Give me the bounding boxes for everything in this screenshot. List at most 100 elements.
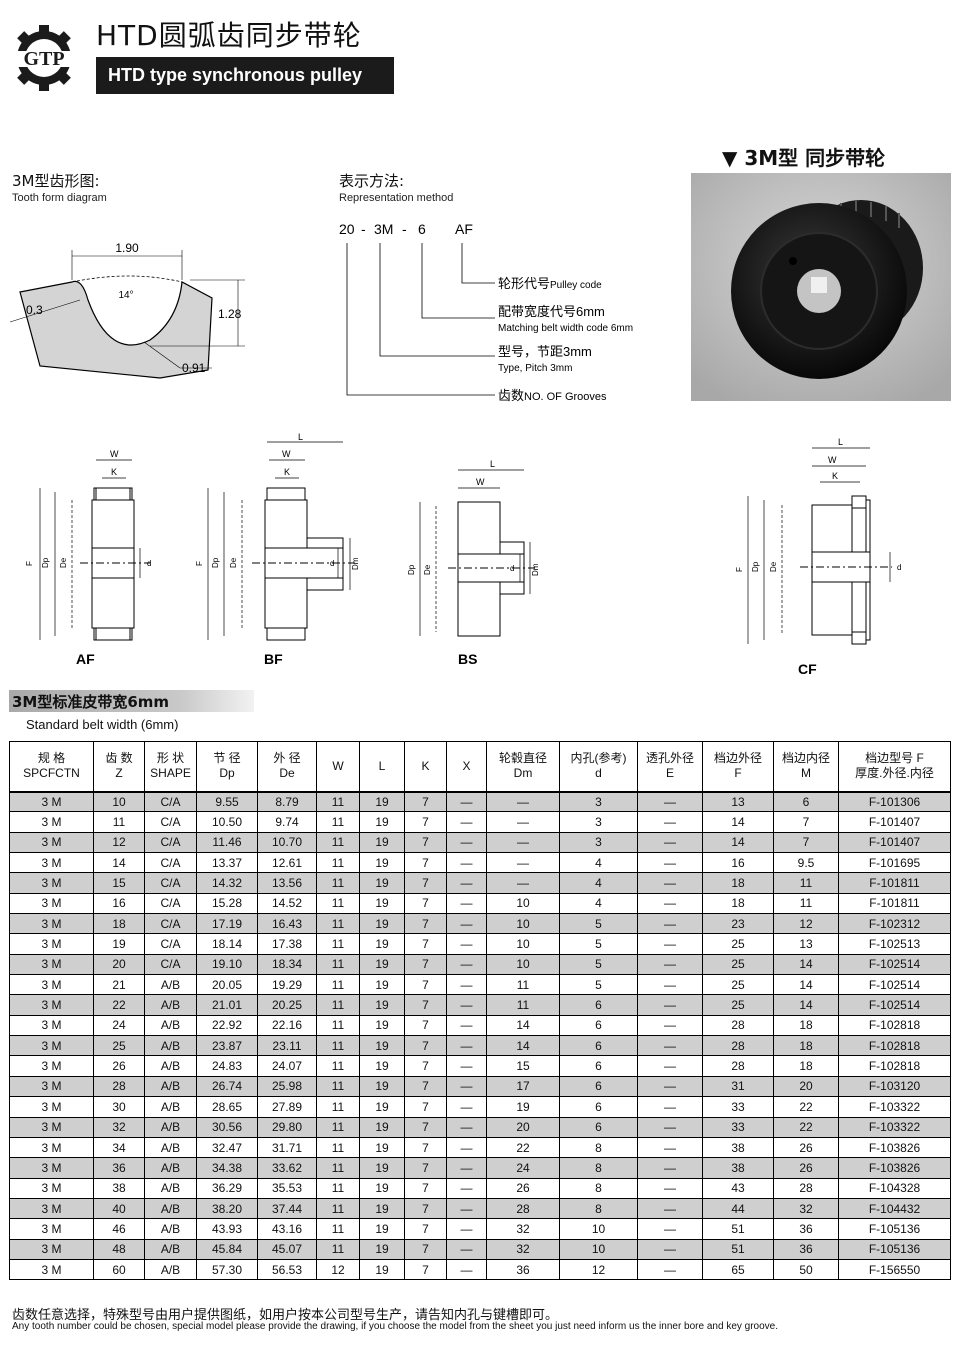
dim-radius-top: 0.3 <box>26 303 43 317</box>
table-cell: — <box>446 790 487 813</box>
table-cell: 9.55 <box>196 790 258 813</box>
column-header-line-2: F <box>734 766 742 781</box>
rep-item-grooves: 齿数NO. OF Grooves <box>498 388 607 403</box>
table-cell: F-102818 <box>838 1014 951 1037</box>
rep-item-width-en: Matching belt width code 6mm <box>498 323 633 334</box>
section-header-bar <box>9 690 254 712</box>
table-cell: 33 <box>702 1096 774 1118</box>
table-cell: 3 M <box>9 933 94 955</box>
table-cell: 19 <box>359 953 405 976</box>
table-cell: 12 <box>316 1258 360 1281</box>
code-width: 6 <box>418 221 426 237</box>
table-cell: 36 <box>486 1258 560 1281</box>
drawing-af-label: AF <box>76 651 95 667</box>
rep-item-pulley-cn: 轮形代号Pulley code <box>498 276 602 291</box>
table-cell: 25 <box>93 1035 145 1057</box>
table-cell: 20 <box>773 1075 839 1098</box>
table-cell: 7 <box>404 852 447 874</box>
table-cell: 3 <box>559 790 638 813</box>
table-cell: 8.79 <box>257 790 317 813</box>
table-cell: 3 M <box>9 1197 94 1220</box>
drawing-cf-label: CF <box>798 661 817 677</box>
table-cell: 32 <box>486 1238 560 1260</box>
table-cell: 32.47 <box>196 1136 258 1159</box>
table-cell: — <box>446 1218 487 1240</box>
table-cell: 23 <box>702 913 774 935</box>
table-cell: 11 <box>316 953 360 976</box>
table-cell: 46 <box>93 1218 145 1240</box>
table-cell: 11 <box>316 831 360 854</box>
drawing-cf: L W K F Dp De d CF <box>735 437 901 677</box>
table-cell: — <box>446 994 487 1016</box>
table-cell: — <box>486 831 560 854</box>
table-cell: F-101695 <box>838 852 951 874</box>
table-cell: 11.46 <box>196 831 258 854</box>
af-dim-k: K <box>111 467 117 477</box>
table-cell: 25 <box>702 953 774 976</box>
table-cell: — <box>637 1177 703 1199</box>
table-cell: 15 <box>93 872 145 894</box>
code-sep-1: - <box>361 221 366 237</box>
table-cell: 28 <box>702 1014 774 1037</box>
table-cell: 7 <box>404 1197 447 1220</box>
table-cell: 3 M <box>9 892 94 915</box>
drawing-bs: L W Dp De d Dm BS <box>407 459 540 667</box>
table-cell: 20.25 <box>257 994 317 1016</box>
table-cell: 11 <box>316 974 360 996</box>
section-title: 3M型标准皮带宽6mm <box>12 693 170 711</box>
table-cell: 8 <box>559 1136 638 1159</box>
page-title-cn: HTD圆弧齿同步带轮 <box>96 19 362 52</box>
table-cell: A/B <box>144 1116 197 1138</box>
table-cell: F-105136 <box>838 1218 951 1240</box>
table-cell: 14 <box>773 974 839 996</box>
table-cell: 12.61 <box>257 852 317 874</box>
table-cell: 10 <box>486 913 560 935</box>
table-cell: 37.44 <box>257 1197 317 1220</box>
table-cell: — <box>637 1014 703 1037</box>
table-cell: 7 <box>404 1177 447 1199</box>
table-cell: — <box>486 811 560 833</box>
table-cell: C/A <box>144 790 197 813</box>
table-cell: 19.10 <box>196 953 258 976</box>
gtp-gear-logo: GTP <box>8 25 80 91</box>
bs-dim-d: d <box>510 564 514 573</box>
table-cell: — <box>446 892 487 915</box>
table-cell: 6 <box>559 1116 638 1138</box>
table-cell: 7 <box>404 872 447 894</box>
table-cell: 24 <box>486 1157 560 1179</box>
table-cell: 14 <box>773 953 839 976</box>
table-cell: 3 M <box>9 974 94 996</box>
table-cell: 19 <box>359 1177 405 1199</box>
table-cell: 7 <box>404 953 447 976</box>
table-cell: 22.16 <box>257 1014 317 1037</box>
column-header-line-2: M <box>801 766 811 781</box>
table-cell: 26.74 <box>196 1075 258 1098</box>
drawing-bs-label: BS <box>458 651 477 667</box>
table-cell: 3 M <box>9 994 94 1016</box>
column-header-line-2: SPCFCTN <box>23 766 80 781</box>
column-header-line-1: 齿 数 <box>105 751 133 766</box>
table-cell: 3 M <box>9 811 94 833</box>
table-cell: 7 <box>404 1238 447 1260</box>
table-cell: 19 <box>359 892 405 915</box>
table-cell: — <box>446 1136 487 1159</box>
table-cell: 18 <box>93 913 145 935</box>
column-header: K <box>404 741 447 792</box>
table-cell: 14 <box>93 852 145 874</box>
table-cell: F-103322 <box>838 1116 951 1138</box>
table-cell: 28 <box>702 1055 774 1077</box>
tooth-form-label-en: Tooth form diagram <box>12 192 107 204</box>
table-cell: 10.50 <box>196 811 258 833</box>
table-cell: 34.38 <box>196 1157 258 1179</box>
table-cell: 11 <box>316 1238 360 1260</box>
table-cell: — <box>486 790 560 813</box>
table-cell: 36 <box>773 1218 839 1240</box>
table-cell: A/B <box>144 1157 197 1179</box>
table-cell: 7 <box>404 1157 447 1179</box>
table-cell: — <box>446 913 487 935</box>
table-cell: F-102514 <box>838 994 951 1016</box>
